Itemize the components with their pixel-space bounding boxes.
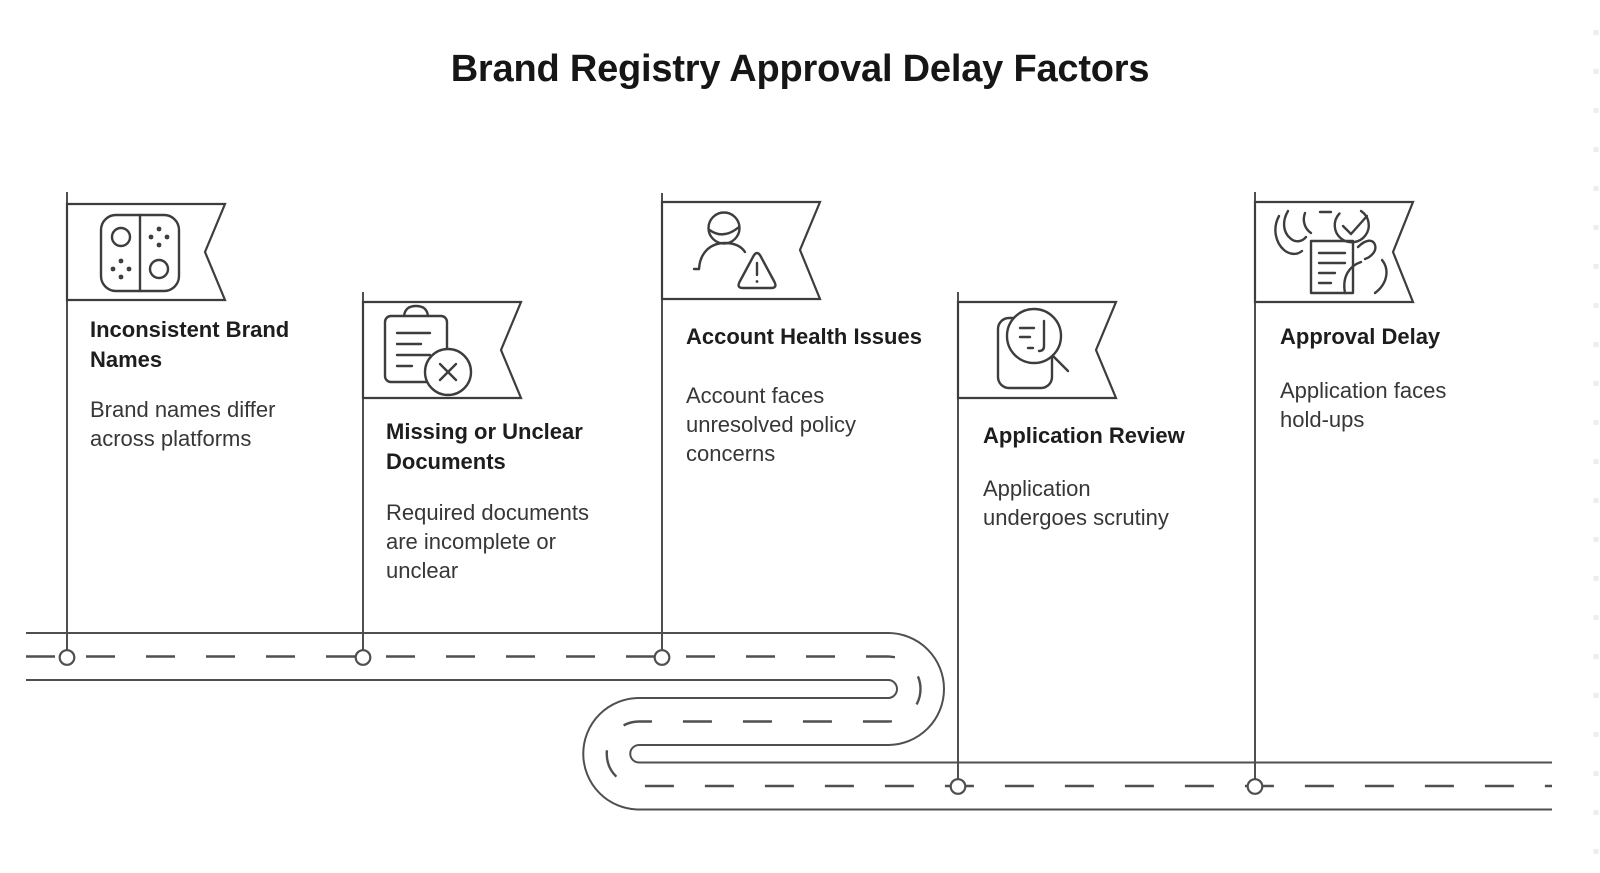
document-magnifier-icon (996, 307, 1070, 390)
page-title: Brand Registry Approval Delay Factors (450, 48, 1150, 90)
milestone-description-3: Account faces unresolved policy concerns (686, 383, 856, 466)
milestone-description-1: Brand names differ across platforms (90, 397, 276, 451)
flag-banner-1 (65, 202, 227, 302)
milestone-title-3: Account Health Issues (686, 324, 922, 349)
milestone-node (653, 649, 671, 666)
check-circle (1333, 209, 1370, 244)
milestone-node (1246, 778, 1264, 795)
milestone-description-2: Required documents are incomplete or unc… (386, 500, 590, 583)
road-edge-inner (26, 679, 1552, 811)
hands-document-check-icon (1274, 209, 1388, 295)
road-path (26, 632, 1552, 811)
milestone-title-2: Missing or Unclear Documents (386, 419, 583, 474)
road-centerline (26, 655, 1552, 788)
milestone-nodes (58, 649, 1264, 795)
milestone-description-4: Application undergoes scrutiny (983, 476, 1169, 530)
milestone-node (58, 649, 76, 666)
controller-dots (110, 226, 170, 280)
road-edge-outer (26, 632, 1552, 764)
switch-controllers-icon (99, 213, 181, 293)
clipboard-x-icon (383, 304, 473, 397)
milestone-description-5: Application faces hold-ups (1280, 378, 1447, 432)
user-warning-icon (692, 211, 777, 290)
milestone-node (949, 778, 967, 795)
milestone-title-4: Application Review (983, 423, 1185, 448)
milestone-node (354, 649, 372, 666)
milestone-title-1: Inconsistent Brand Names (90, 317, 290, 372)
flag-banner-3 (660, 200, 822, 301)
milestone-title-5: Approval Delay (1280, 324, 1441, 349)
